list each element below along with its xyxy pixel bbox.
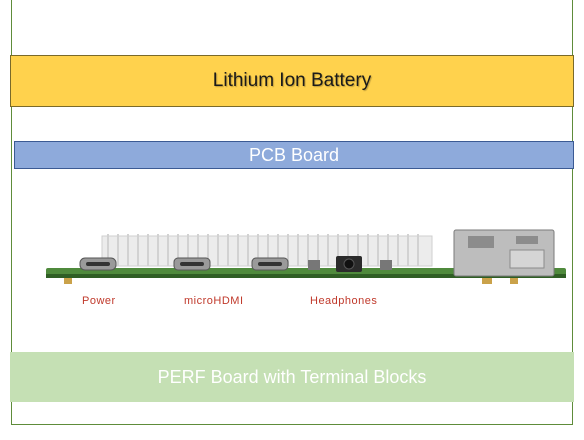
perf-label: PERF Board with Terminal Blocks (157, 366, 427, 387)
perf-board-layer: PERF Board with Terminal Blocks (10, 352, 574, 402)
battery-layer: Lithium Ion Battery (10, 55, 574, 107)
power-port-label: Power (82, 295, 116, 307)
headphones-port-label: Headphones (310, 295, 378, 307)
pcb-label: PCB Board (248, 144, 340, 165)
battery-label: Lithium Ion Battery (212, 70, 372, 91)
microhdmi-port-label: microHDMI (184, 295, 244, 307)
raspberry-pi-side-photo (40, 212, 570, 314)
pcb-layer: PCB Board (14, 141, 574, 169)
diagram-frame (11, 0, 573, 425)
